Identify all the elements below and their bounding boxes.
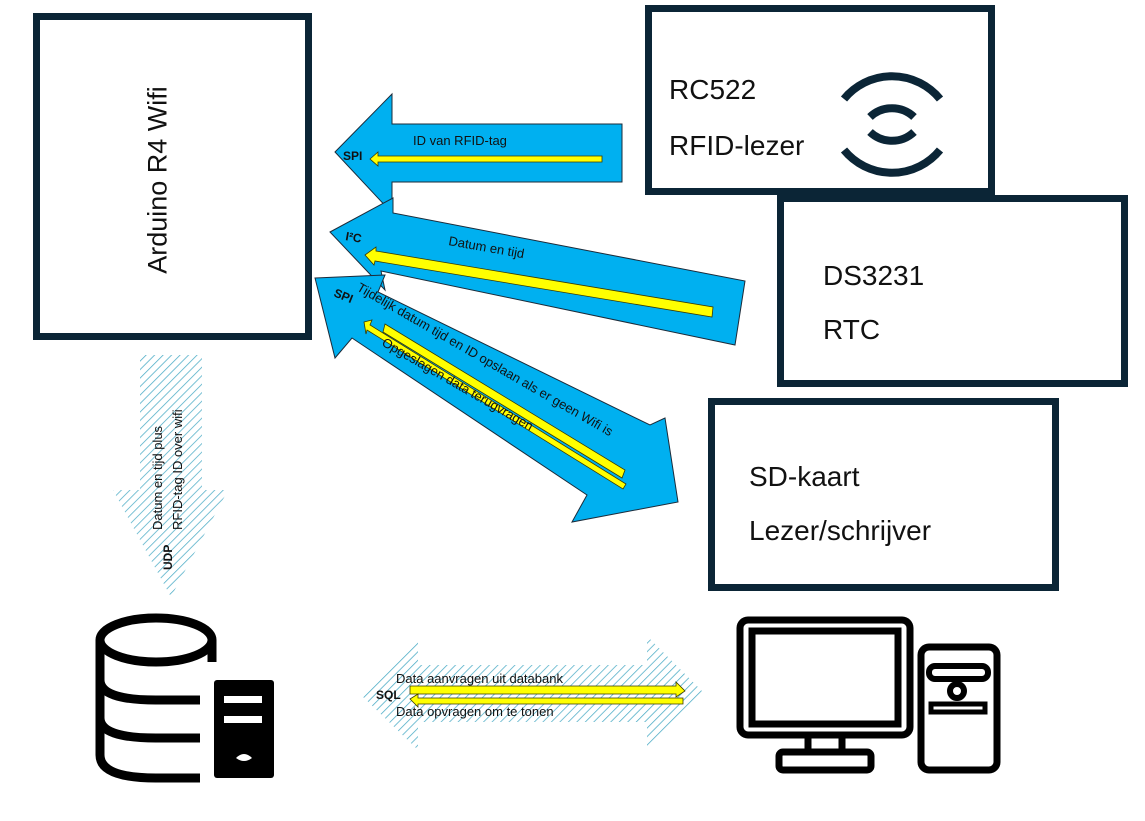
rfid-to-arduino-arrow (334, 92, 623, 215)
rtc-box: DS3231 RTC (777, 195, 1128, 387)
rfid-data-label: ID van RFID-tag (413, 133, 507, 148)
db-computer-arrow (360, 636, 705, 750)
udp-label-line1: Datum en tijd plus (150, 425, 165, 530)
rtc-type: RTC (823, 314, 881, 345)
sd-protocol-label: SPI (332, 286, 355, 306)
sd-type: Lezer/schrijver (749, 515, 932, 546)
arduino-to-db-arrow (113, 355, 228, 597)
rfid-box: RC522 RFID-lezer (645, 5, 995, 195)
rfid-protocol-label: SPI (343, 149, 362, 163)
rtc-protocol-label: I²C (344, 229, 363, 246)
arduino-sd-arrow (314, 274, 679, 523)
sql-top-label: Data aanvragen uit databank (396, 671, 563, 686)
arduino-box: Arduino R4 Wifi (33, 13, 312, 340)
sql-bottom-label: Data opvragen om te tonen (396, 704, 554, 719)
desktop-computer-icon (736, 616, 1001, 774)
database-server-icon (95, 613, 274, 783)
sd-model: SD-kaart (749, 461, 860, 492)
udp-label-line2: RFID-tag ID over wifi (170, 409, 185, 530)
rfid-type: RFID-lezer (669, 130, 805, 161)
rfid-waves-icon (840, 72, 944, 177)
rtc-to-arduino-arrow (329, 197, 746, 346)
sql-protocol-label: SQL (376, 688, 401, 702)
rtc-model: DS3231 (823, 260, 925, 291)
rfid-model: RC522 (669, 74, 757, 105)
sd-box: SD-kaart Lezer/schrijver (708, 398, 1059, 591)
udp-protocol-label: UDP (161, 545, 175, 570)
